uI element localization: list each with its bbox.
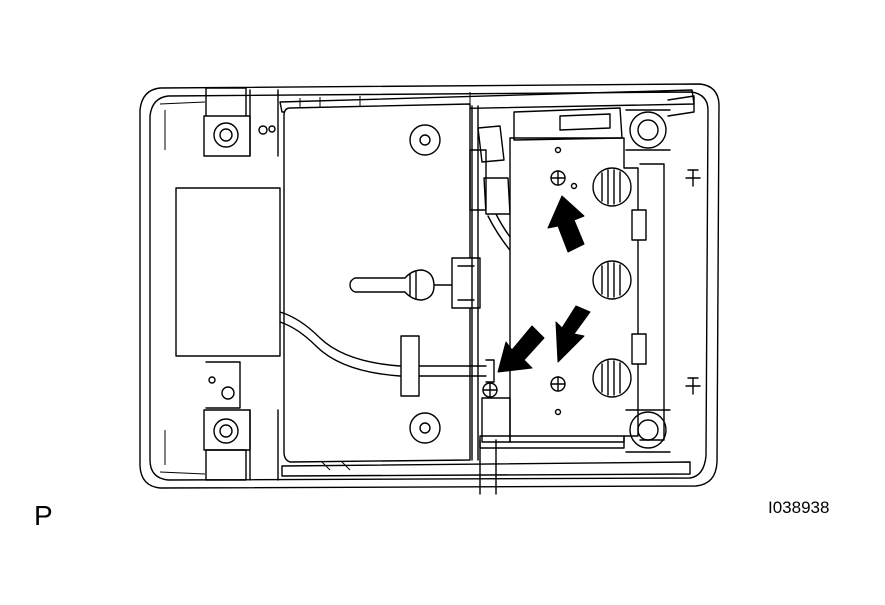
knob-middle [592,260,632,300]
screw-bottom-right [550,376,566,392]
bottom-rail [281,459,691,477]
right-boss-top [625,109,671,151]
wire-harness [279,311,495,397]
left-block [175,187,281,357]
right-clips [631,163,665,441]
arrow-down-right [555,305,591,363]
left-bracket-bottom [203,361,279,481]
screw-bottom-left [482,382,498,398]
bulb-holder [349,257,481,309]
outer-right-tabs [667,95,701,395]
center-plate [283,103,471,463]
knob-bottom [592,358,632,398]
divider [471,105,497,495]
outer-housing [139,83,720,489]
drawing-code: I038938 [768,498,830,517]
screw-top [550,170,566,186]
left-bracket-top [203,87,279,157]
arrow-down-left [497,325,545,373]
corner-letter: P [34,500,53,531]
arrow-up [547,195,585,253]
knob-top [592,167,632,207]
right-boss-bottom [625,409,671,453]
